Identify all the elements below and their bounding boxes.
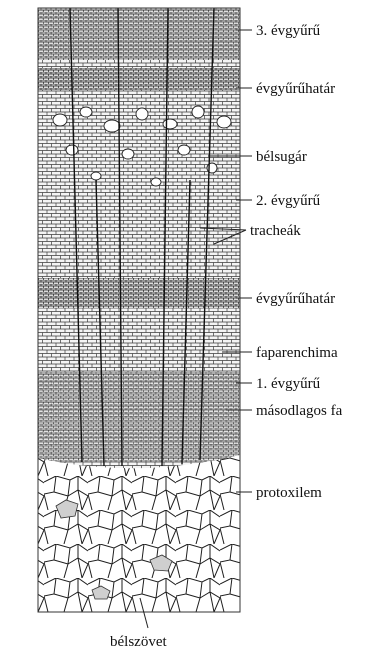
label-ring-2: 2. évgyűrű — [256, 193, 321, 209]
label-protoxylem: protoxilem — [256, 485, 322, 501]
label-ring-boundary-upper: évgyűrűhatár — [256, 81, 335, 97]
label-tracheae: tracheák — [250, 223, 301, 239]
label-ring-3: 3. évgyűrű — [256, 23, 321, 39]
label-ring-1: 1. évgyűrű — [256, 376, 321, 392]
label-wood-parenchyma: faparenchima — [256, 345, 338, 361]
label-ring-boundary-lower: évgyűrűhatár — [256, 291, 335, 307]
ring-1-zone — [38, 372, 240, 462]
label-pith-ray: bélsugár — [256, 149, 307, 165]
label-pith-tissue: bélszövet — [110, 634, 167, 650]
label-secondary-wood: másodlagos fa — [256, 403, 343, 419]
ring-boundary-upper-zone — [38, 68, 240, 90]
ring-boundary-lower-zone — [38, 278, 240, 308]
secondary-wood-region — [38, 8, 240, 478]
ring-3-zone — [38, 8, 240, 60]
pith-tissue-region — [38, 450, 240, 612]
